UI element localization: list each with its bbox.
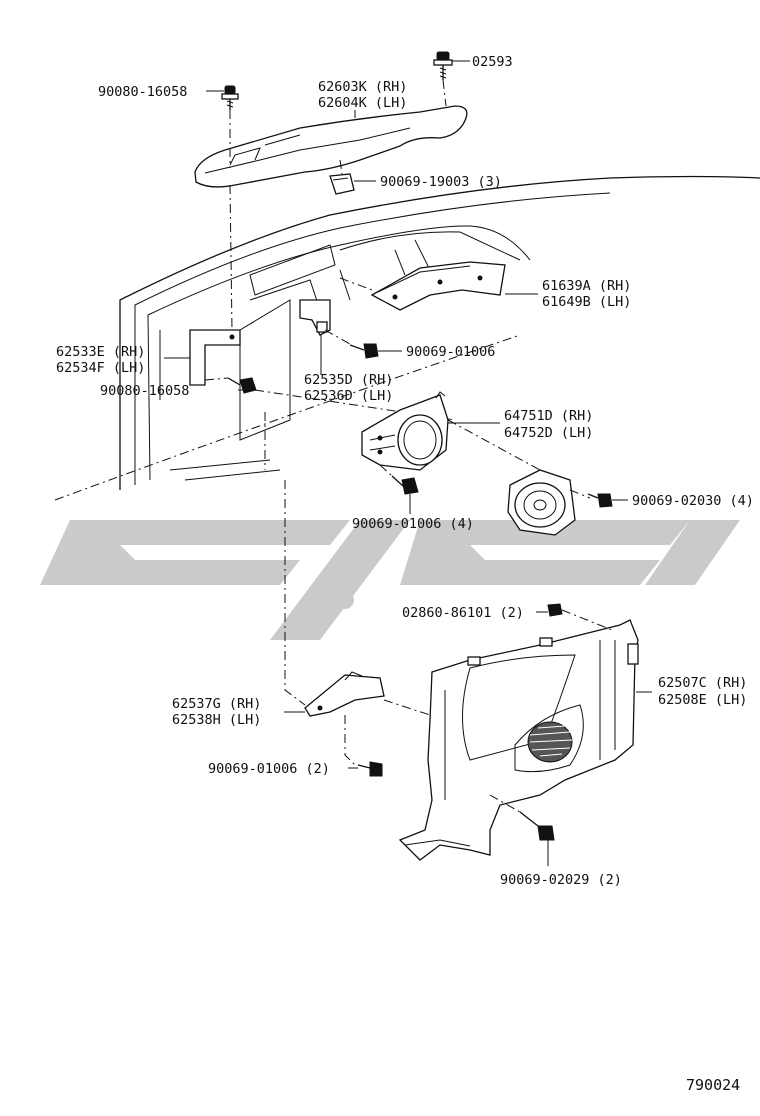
trim-strip-61639a [370,261,506,311]
label-62538h: 62538H (LH) [172,712,261,728]
watermark-logo [40,520,740,640]
label-90080-16058-mid: 90080-16058 [100,383,189,399]
guide-line [379,464,393,477]
label-90069-02030: 90069-02030 (4) [632,493,754,509]
label-62507c: 62507C (RH) [658,675,747,691]
label-90069-01006-2: 90069-01006 (2) [208,761,330,777]
label-62533e: 62533E (RH) [56,344,145,360]
label-90069-19003: 90069-19003 (3) [380,174,502,190]
guide-line [254,389,456,421]
clip-02860-86101 [547,603,563,617]
guide-line [324,329,351,345]
guide-line [489,794,521,813]
upper-garnish-62603k [194,105,468,188]
speaker-bracket-64751d [361,391,449,471]
guide-line [204,377,229,381]
screw-90080-16058-top [221,85,239,110]
guide-line [344,715,356,766]
label-64751d: 64751D (RH) [504,408,593,424]
bracket-62533e [189,329,241,386]
bracket-62537g [304,671,385,717]
speaker-unit [507,469,576,536]
label-64752d: 64752D (LH) [504,425,593,441]
guide-line [561,609,613,631]
label-62604k: 62604K (LH) [318,95,407,111]
figure-number: 790024 [686,1076,740,1094]
label-02593: 02593 [472,54,513,70]
label-61649b: 61649B (LH) [542,294,631,310]
guide-line [229,184,233,331]
screw-02593 [433,51,453,80]
screw-90080-16058-mid [227,377,257,394]
label-90069-02029: 90069-02029 (2) [500,872,622,888]
speaker-grille [527,721,573,763]
label-62508e: 62508E (LH) [658,692,747,708]
guide-line [339,277,373,291]
guide-line [442,79,447,107]
guide-line [569,489,591,499]
guide-line [447,419,541,471]
label-02860-86101: 02860-86101 (2) [402,605,524,621]
label-62603k: 62603K (RH) [318,79,407,95]
vehicle-body-outline [54,175,760,501]
screw-90069-02029 [519,811,555,841]
guide-line [284,480,306,706]
label-62534f: 62534F (LH) [56,360,145,376]
label-62536d: 62536D (LH) [304,388,393,404]
screw-90069-01006-2 [357,761,383,777]
label-90080-16058-top: 90080-16058 [98,84,187,100]
label-90069-01006-4: 90069-01006 (4) [352,516,474,532]
guide-line [339,159,343,175]
screw-90069-01006-4 [391,475,419,495]
screw-90069-01006 [349,343,379,359]
leader-lines [164,60,652,866]
guide-line [383,699,431,716]
screw-90069-02030 [587,493,613,508]
clip-90069-19003 [329,173,355,195]
bracket-62535d [299,299,331,336]
quarter-trim-panel-62507c [398,619,639,861]
label-62537g: 62537G (RH) [172,696,261,712]
label-62535d: 62535D (RH) [304,372,393,388]
label-90069-01006: 90069-01006 [406,344,495,360]
part-labels: 02593 90080-16058 62603K (RH) 62604K (LH… [56,54,754,1094]
label-61639a: 61639A (RH) [542,278,631,294]
